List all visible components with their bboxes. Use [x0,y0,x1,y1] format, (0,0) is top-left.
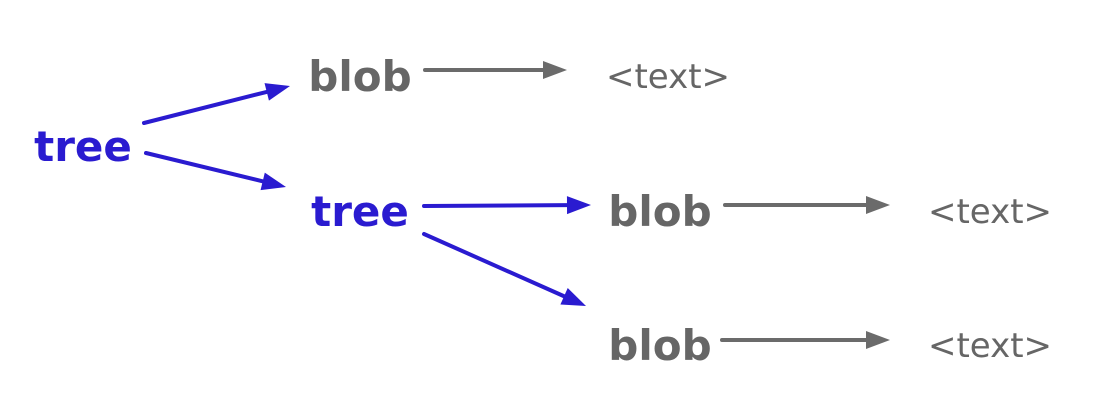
node-tree-root: tree [34,122,132,171]
arrow-blob-top-to-text-top [423,61,567,79]
arrow-shaft [422,203,570,208]
node-tree-mid: tree [311,187,409,236]
node-blob-top: blob [308,52,412,101]
arrow-blob-mid-to-text-mid [723,196,890,214]
arrow-shaft [422,232,567,299]
node-blob-mid: blob [608,187,712,236]
arrow-shaft [142,89,269,125]
arrow-tree-root-to-blob-top [142,83,290,125]
arrow-shaft [144,151,265,184]
arrow-head [560,288,586,306]
arrow-blob-bot-to-text-bot [720,331,890,349]
arrow-tree-root-to-tree-mid [144,151,286,191]
arrow-head [260,172,286,191]
node-text-bot: <text> [927,326,1053,366]
arrow-head [543,61,567,79]
arrow-head [866,196,890,214]
arrow-head [566,196,591,215]
arrow-tree-mid-to-blob-mid [422,196,591,215]
node-blob-bot: blob [608,321,712,370]
node-text-mid: <text> [927,192,1053,232]
arrow-tree-mid-to-blob-bot [422,232,586,306]
node-text-top: <text> [605,57,731,97]
arrow-head [866,331,890,349]
arrow-head [264,83,290,101]
